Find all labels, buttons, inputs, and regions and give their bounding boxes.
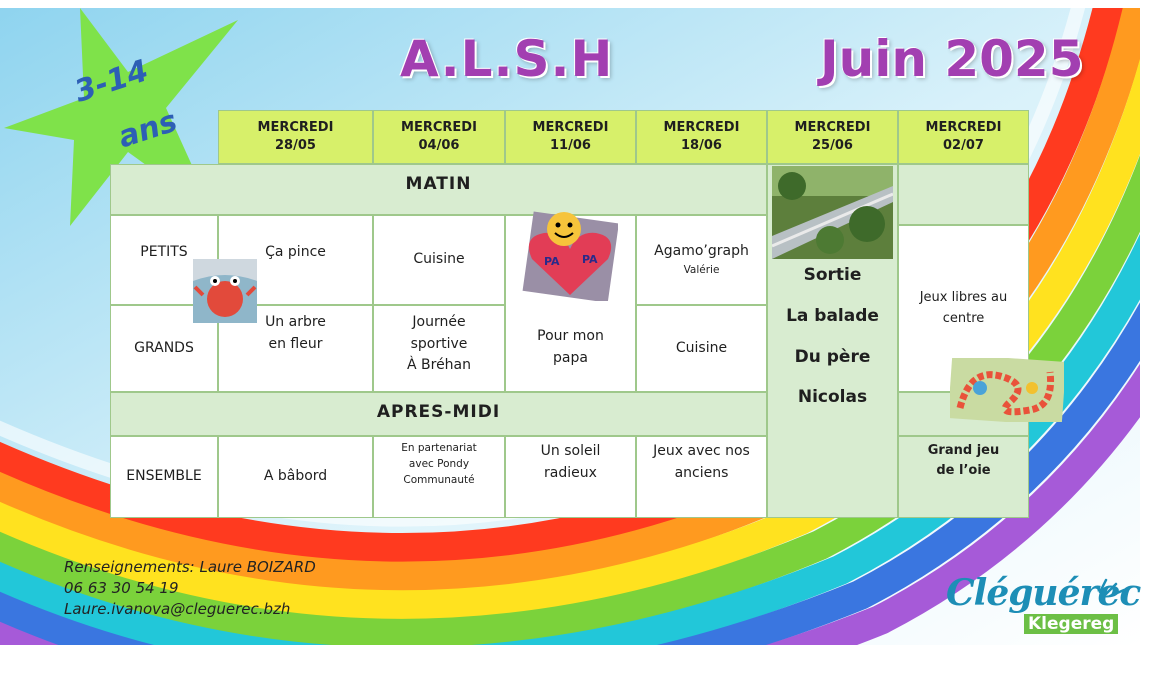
month-title: Juin 2025 — [820, 30, 1084, 88]
contact-email: Laure.ivanova@cleguerec.bzh — [64, 600, 291, 618]
activity-ensemble-18-06: Jeux avec nos anciens — [636, 436, 767, 518]
crab-craft-image — [193, 259, 257, 323]
heart-craft-image: PA PA — [522, 211, 618, 301]
group-ensemble: ENSEMBLE — [110, 436, 218, 518]
activity-note: Valérie — [683, 263, 720, 276]
activity-grands-28-05: Un arbre en fleur — [218, 305, 373, 392]
sun-rays-icon — [1098, 578, 1126, 596]
svg-text:PA: PA — [544, 255, 560, 268]
cleguerec-logo: Cléguérec Klegereg — [946, 572, 1141, 634]
section-morning: MATIN — [110, 164, 767, 215]
section-afternoon: APRES-MIDI — [110, 392, 767, 436]
activity-ensemble-04-06: En partenariat avec Pondy Communauté — [373, 436, 505, 518]
contact-info: Renseignements: Laure BOIZARD 06 63 30 5… — [64, 557, 316, 620]
activity-grands-04-06: Journée sportive À Bréhan — [373, 305, 505, 392]
activity-grands-18-06: Cuisine — [636, 305, 767, 392]
logo-sub: Klegereg — [1024, 614, 1119, 634]
goose-game-image — [950, 358, 1064, 422]
toboggan-photo — [772, 166, 893, 259]
activity-ensemble-02-07: Grand jeu de l’oie — [898, 436, 1029, 518]
contact-phone: 06 63 30 54 19 — [64, 579, 179, 597]
activity-ensemble-28-05: A bâbord — [218, 436, 373, 518]
activity-ensemble-11-06: Un soleil radieux — [505, 436, 636, 518]
contact-name: Renseignements: Laure BOIZARD — [64, 558, 316, 576]
empty-cell — [898, 164, 1029, 225]
svg-text:PA: PA — [582, 253, 598, 266]
activity-petits-04-06: Cuisine — [373, 215, 505, 305]
page-title: A.L.S.H — [400, 30, 614, 88]
